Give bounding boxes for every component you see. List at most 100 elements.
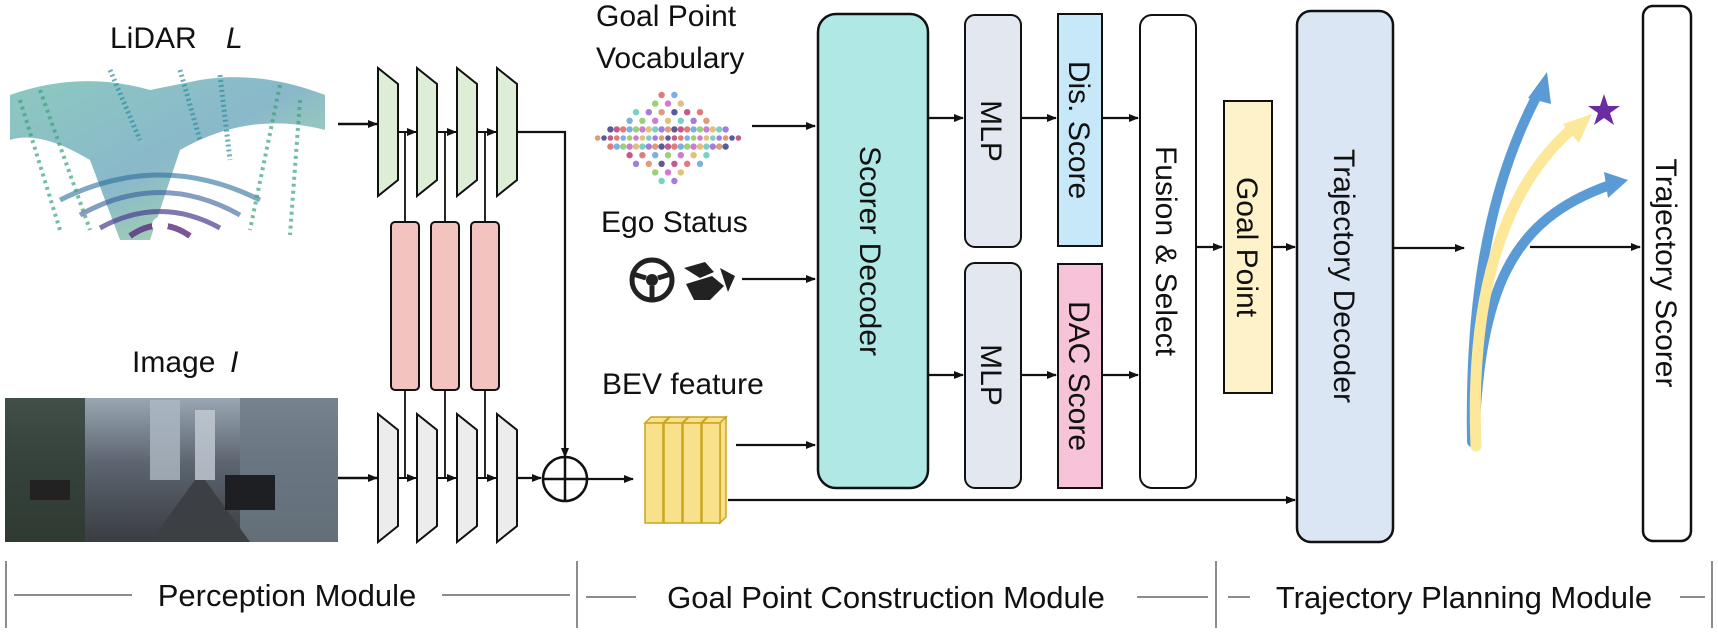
goal-vocab-point — [652, 169, 659, 176]
mlp-top: MLP — [964, 14, 1022, 248]
goal-vocab-point — [677, 126, 684, 133]
trajectory-decoder-label: Trajectory Decoder — [1327, 149, 1360, 403]
goal-vocab-point — [664, 117, 672, 125]
image-encoder-stage-1 — [377, 411, 399, 545]
goal-vocab-point — [652, 117, 659, 125]
trajectory-candidate-selected — [1469, 120, 1581, 452]
goal-vocab-point — [613, 126, 620, 133]
goal-vocab-point — [697, 135, 703, 141]
goal-vocab-point — [639, 117, 646, 125]
trajectory-planning-module-label: Trajectory Planning Module — [1276, 580, 1652, 615]
goal-vocab-point — [671, 143, 678, 150]
goal-vocab-point — [613, 143, 620, 150]
image-encoder-stage-3 — [456, 411, 478, 545]
goal-vocab-point — [722, 135, 729, 141]
goal-vocab-point — [632, 126, 640, 133]
goal-vocab-point — [620, 135, 626, 141]
image-encoder-stage-4 — [496, 411, 518, 545]
steering-wheel-icon — [629, 257, 675, 303]
dis-score-label: Dis. Score — [1062, 61, 1095, 199]
lidar-symbol: L — [226, 22, 243, 55]
trajectory-decoder: Trajectory Decoder — [1295, 9, 1395, 544]
dis-score-block: Dis. Score — [1057, 13, 1103, 247]
goal-vocab-point — [632, 143, 640, 150]
goal-vocab-point — [633, 135, 639, 141]
goal-vocab-point — [716, 126, 723, 133]
lidar-encoder-stage-1 — [377, 65, 399, 199]
goal-vocab-point — [696, 109, 704, 116]
goal-vocab-point — [684, 143, 691, 150]
goal-vocab-point — [594, 135, 601, 141]
perception-module-label: Perception Module — [158, 578, 417, 613]
goal-vocab-point — [677, 100, 684, 107]
goal-vocab-point — [684, 160, 691, 167]
goal-vocab-point — [709, 143, 716, 150]
goal-point-construction-module-label: Goal Point Construction Module — [667, 580, 1105, 615]
dac-score-block: DAC Score — [1057, 263, 1103, 489]
goal-vocab-point — [652, 152, 659, 159]
image-symbol: I — [230, 346, 238, 379]
goal-vocab-point — [658, 160, 665, 167]
goal-vocab-point — [671, 126, 678, 133]
goal-vocab-point — [696, 160, 704, 167]
goal-vocab-point — [665, 135, 671, 141]
trajectory-candidates — [1466, 72, 1628, 452]
goal-vocab-point — [664, 126, 672, 133]
goal-vocab-point — [710, 135, 716, 141]
lidar-label: LiDAR — [110, 22, 197, 55]
goal-vocab-point — [626, 143, 633, 150]
goal-vocab-point — [671, 177, 678, 185]
goal-vocab-point — [671, 160, 678, 167]
goal-vocab-point — [639, 152, 646, 159]
goal-vocab-point — [607, 135, 614, 141]
goal-vocab-point — [652, 100, 659, 107]
goal-vocab-point — [652, 143, 659, 150]
trajectory-scorer: Trajectory Scorer — [1641, 4, 1693, 543]
goal-vocab-point — [716, 135, 722, 141]
goal-vocab-point — [639, 135, 646, 141]
fusion-block-2 — [430, 221, 460, 391]
goal-vocab-point — [703, 135, 710, 141]
mlp-bottom: MLP — [964, 262, 1022, 489]
goal-vocab-points — [594, 91, 742, 185]
camera-image — [5, 398, 338, 542]
goal-vocab-point — [664, 169, 672, 176]
goal-vocab-point — [690, 143, 697, 150]
lidar-point-cloud — [5, 65, 325, 241]
goal-vocab-point — [639, 126, 646, 133]
goal-vocab-point — [645, 109, 652, 116]
goal-vocab-point — [658, 109, 665, 116]
image-encoder — [338, 411, 518, 545]
goal-vocab-point — [722, 126, 729, 133]
goal-vocab-point — [645, 160, 652, 167]
mlp-top-label: MLP — [974, 100, 1007, 162]
goal-vocab-point — [658, 135, 665, 141]
goal-point-block: Goal Point — [1223, 100, 1273, 394]
fusion-block-3 — [470, 221, 500, 391]
scorer-decoder-label: Scorer Decoder — [853, 146, 886, 356]
trajectory-candidate-1-arrowhead — [1528, 72, 1551, 104]
lidar-encoder — [338, 65, 518, 199]
module-legend: Perception Module Goal Point Constructio… — [5, 561, 1713, 628]
goal-vocab-point — [652, 135, 658, 141]
goal-vocab-point — [690, 135, 697, 141]
lidar-encoder-stage-3 — [456, 65, 478, 199]
goal-point-label: Goal Point — [1230, 177, 1263, 318]
goal-vocab-point — [735, 135, 742, 141]
dac-score-label: DAC Score — [1062, 301, 1095, 451]
goal-vocab-point — [677, 152, 684, 159]
goal-vocab-label-line1: Goal Point — [596, 0, 737, 33]
goal-star-icon — [1588, 94, 1620, 125]
goal-vocab-point — [645, 126, 652, 133]
goal-vocab-point — [614, 135, 620, 141]
goal-vocab-point — [690, 117, 697, 125]
goal-vocab-point — [620, 126, 627, 133]
lidar-encoder-stage-4 — [496, 65, 518, 199]
goal-vocab-point — [677, 117, 684, 125]
goal-vocab-point — [632, 109, 640, 116]
goal-vocab-point — [677, 169, 684, 176]
goal-vocab-point — [652, 126, 659, 133]
goal-vocab-point — [671, 109, 678, 116]
goal-vocab-point — [684, 109, 691, 116]
goal-vocab-point — [709, 126, 716, 133]
